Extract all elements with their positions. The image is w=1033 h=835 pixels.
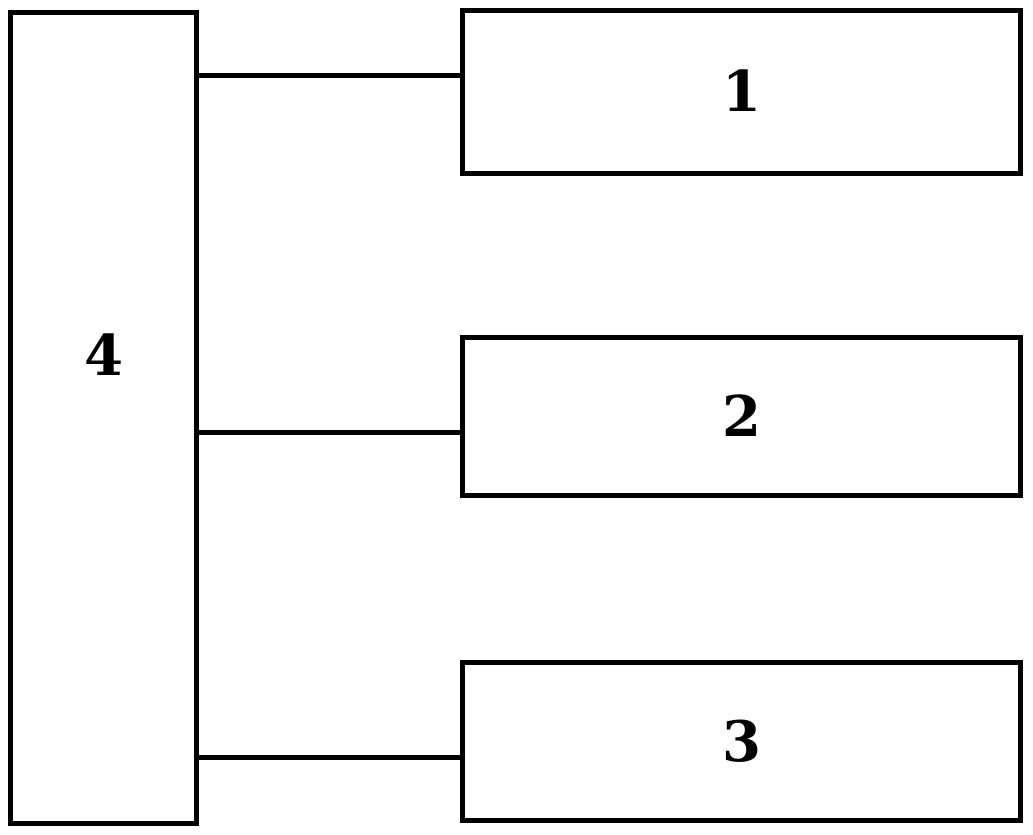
connector-line-4-to-2 <box>196 430 462 435</box>
block-3-label: 3 <box>722 708 761 775</box>
block-4-label: 4 <box>84 323 123 389</box>
block-3: 3 <box>460 660 1023 823</box>
block-1: 1 <box>460 8 1023 176</box>
connector-line-4-to-1 <box>196 73 462 78</box>
block-4: 4 <box>8 10 199 826</box>
block-2-label: 2 <box>722 383 761 450</box>
block-1-label: 1 <box>722 59 761 125</box>
block-2: 2 <box>460 335 1023 498</box>
connector-line-4-to-3 <box>196 755 462 760</box>
